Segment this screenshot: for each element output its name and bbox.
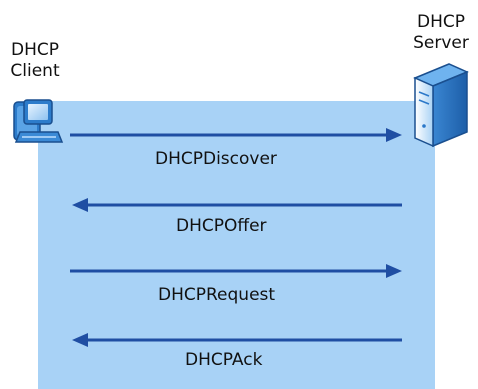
server-icon: [413, 63, 469, 148]
ack-arrow: [72, 333, 402, 347]
message-label-ack: DHCPAck: [185, 350, 263, 370]
client-label-line2: Client: [10, 61, 60, 81]
message-label-request: DHCPRequest: [158, 285, 276, 305]
server-label-line2: Server: [413, 33, 469, 53]
message-label-discover: DHCPDiscover: [155, 149, 277, 169]
server-label: DHCP Server: [408, 12, 474, 54]
request-arrow: [70, 264, 402, 278]
client-label-line1: DHCP: [11, 40, 59, 60]
workstation-icon: [13, 99, 64, 143]
discover-arrow: [70, 128, 402, 142]
client-label: DHCP Client: [5, 40, 65, 82]
offer-arrow: [72, 198, 402, 212]
server-label-line1: DHCP: [417, 12, 465, 32]
message-label-offer: DHCPOffer: [176, 216, 267, 236]
